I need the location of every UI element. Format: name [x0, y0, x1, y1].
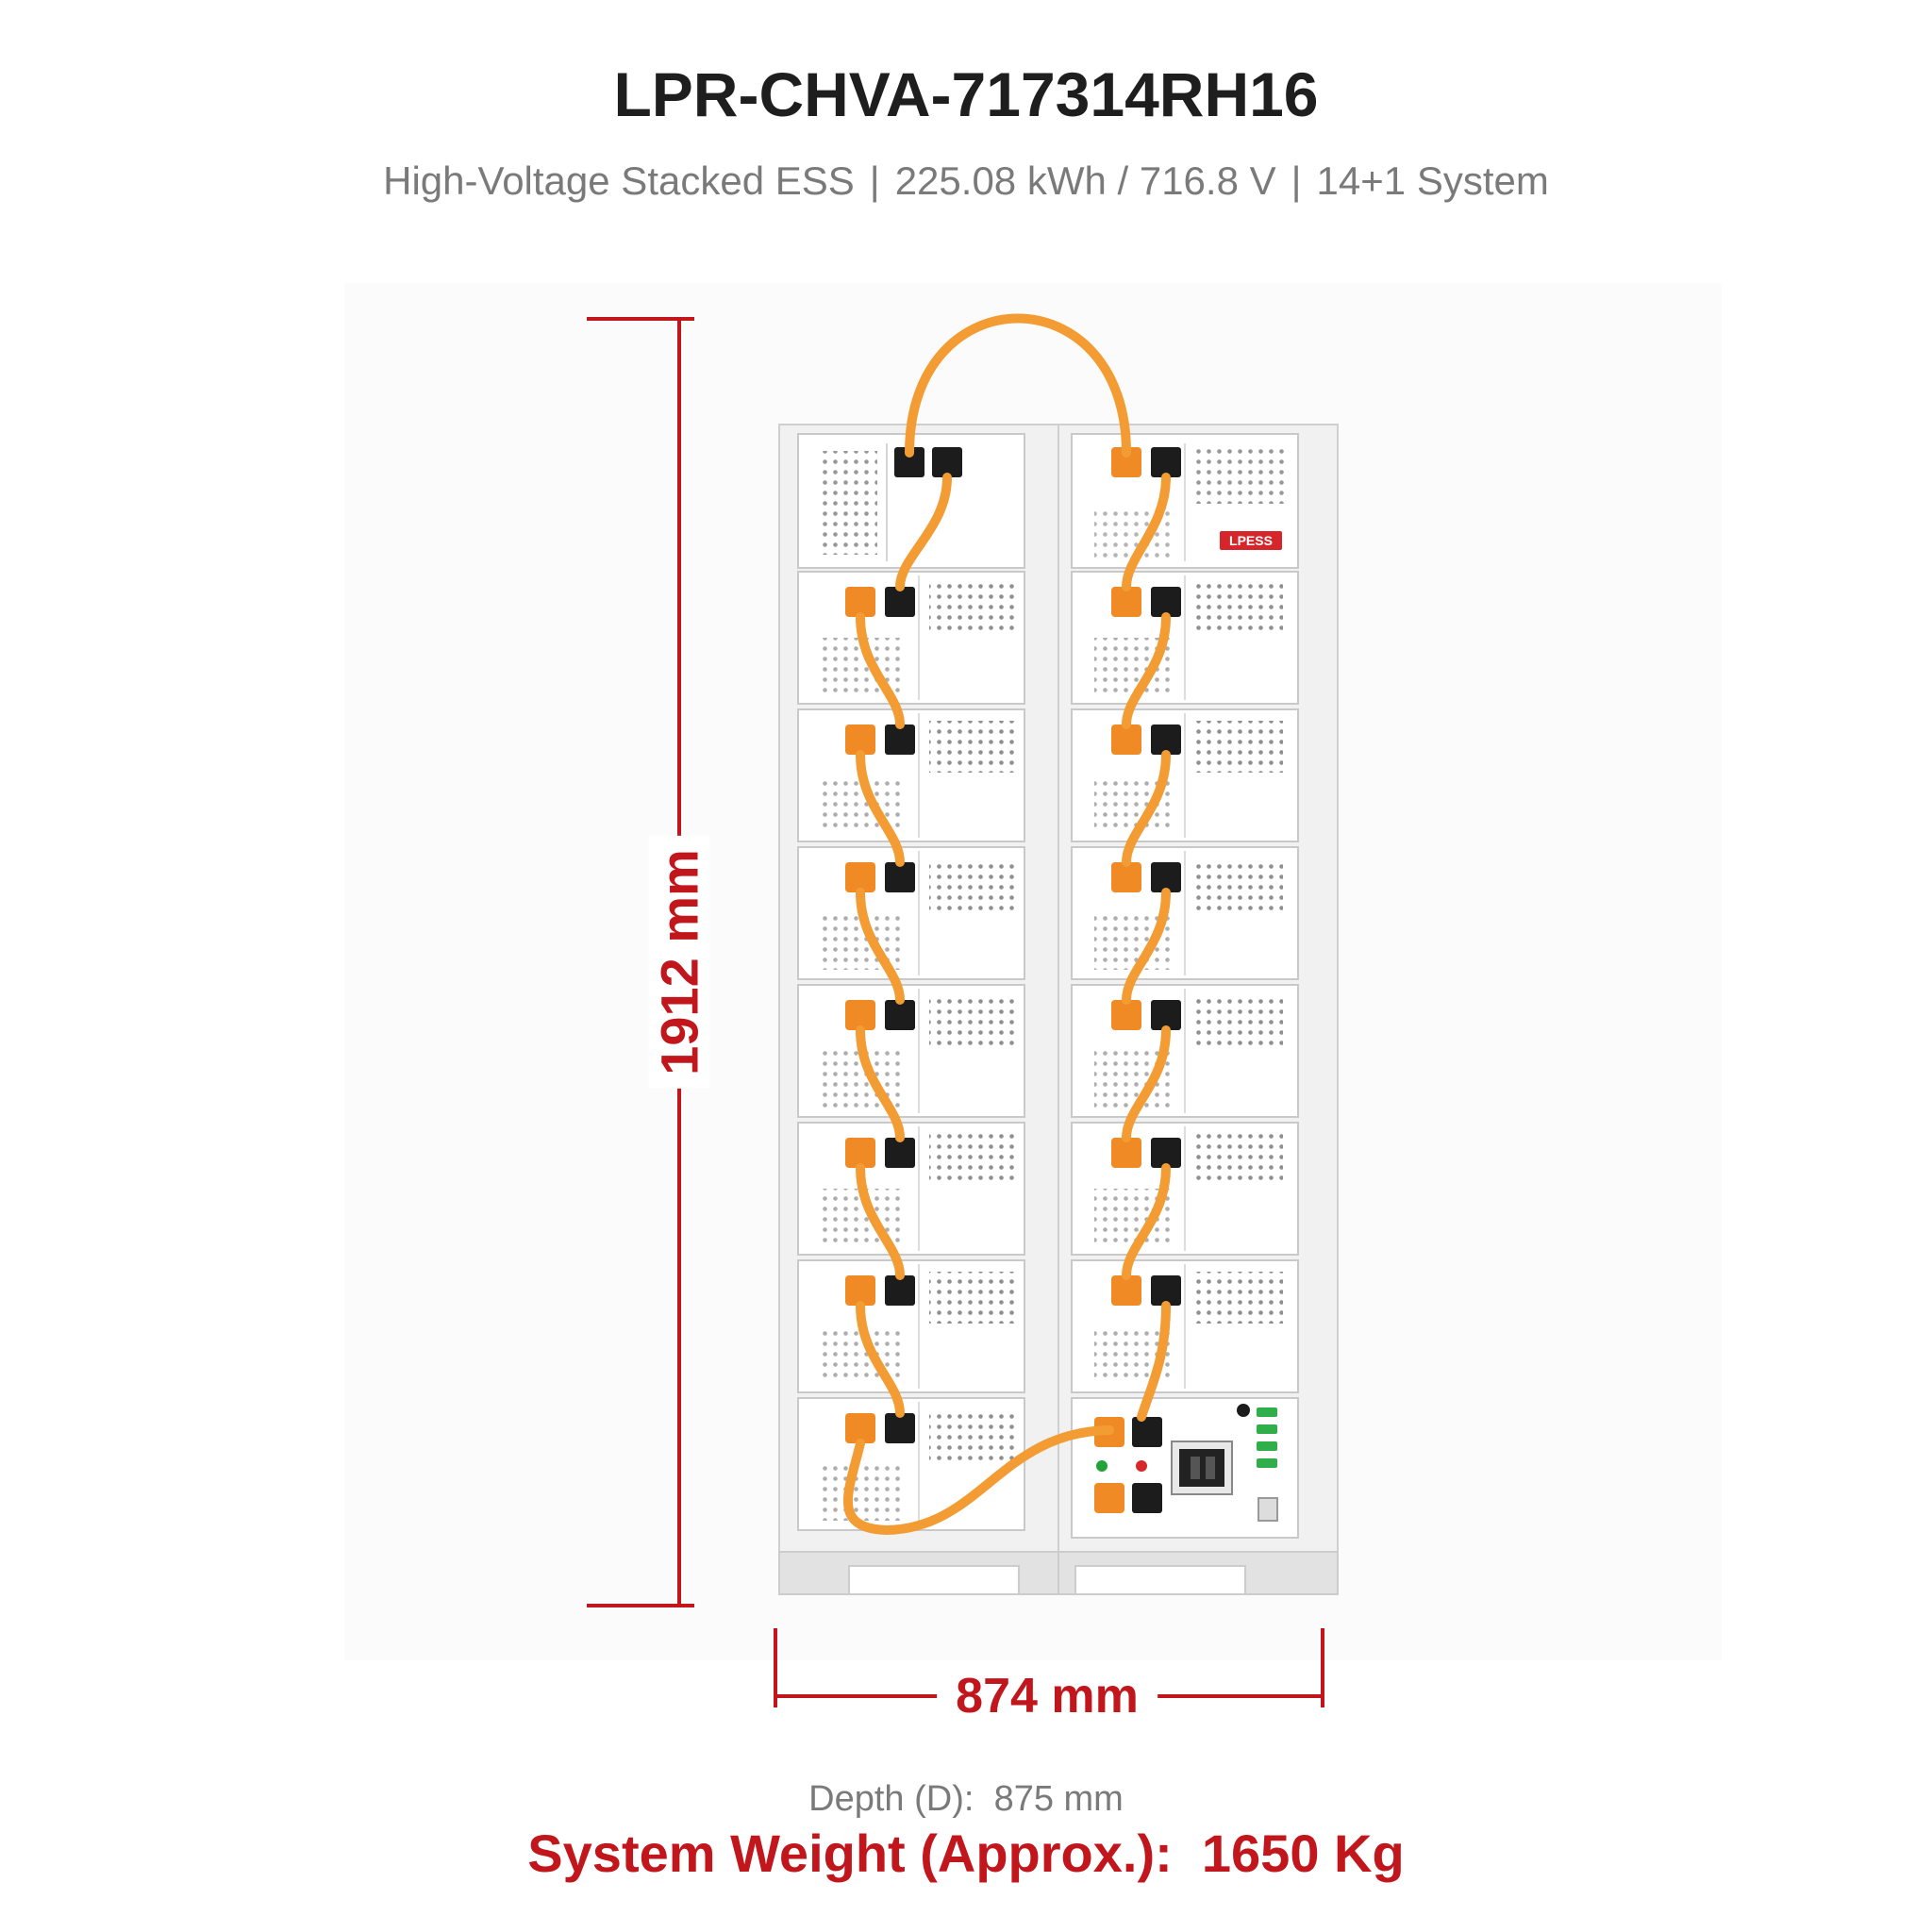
spec-separator: |	[869, 158, 880, 203]
left-battery-module	[797, 571, 1025, 705]
cable-left	[856, 612, 905, 729]
left-top-port-a	[894, 447, 924, 477]
power-button	[1237, 1404, 1250, 1417]
left-battery-module	[797, 708, 1025, 842]
cable-right	[1122, 1163, 1171, 1280]
cable-right	[1122, 1025, 1171, 1142]
left-battery-module	[797, 1259, 1025, 1393]
cable-bottom-link	[842, 1425, 1114, 1536]
cable-left	[856, 1163, 905, 1280]
right-battery-module	[1071, 571, 1299, 705]
right-battery-module	[1071, 846, 1299, 980]
cable-right	[1122, 473, 1171, 591]
right-battery-module	[1071, 1259, 1299, 1393]
left-battery-module	[797, 1122, 1025, 1256]
depth-value: 875 mm	[993, 1779, 1124, 1819]
cable-left	[856, 1025, 905, 1142]
left-top-port-b	[932, 447, 962, 477]
spec-line: High-Voltage Stacked ESS | 225.08 kWh / 71…	[0, 158, 1932, 204]
depth-label: Depth (D):	[808, 1779, 974, 1819]
spec-type: High-Voltage Stacked ESS	[383, 158, 855, 203]
cable-right	[1122, 612, 1171, 729]
cable-left	[856, 1301, 905, 1418]
lpess-logo-text: LPESS	[1229, 533, 1273, 548]
lpess-logo	[1220, 531, 1282, 550]
weight-value: 1650 Kg	[1201, 1824, 1405, 1883]
series-cables	[842, 313, 1171, 1536]
cable-right	[1122, 888, 1171, 1005]
model-title: LPR-CHVA-717314RH16	[613, 59, 1319, 129]
high-voltage-control-box	[1071, 1397, 1299, 1539]
cable-right	[1137, 1301, 1171, 1422]
weight-label: System Weight (Approx.):	[527, 1824, 1173, 1883]
cable-top-loop	[905, 313, 1131, 458]
spec-separator: |	[1291, 158, 1302, 203]
weight-line: System Weight (Approx.): 1650 Kg	[0, 1823, 1932, 1884]
right-battery-module	[1071, 708, 1299, 842]
depth-line: Depth (D): 875 mm	[0, 1779, 1932, 1820]
spec-config: 14+1 System	[1316, 158, 1549, 203]
left-battery-module	[797, 846, 1025, 980]
cable-left	[856, 750, 905, 867]
spec-energy: 225.08 kWh / 716.8 V	[894, 158, 1276, 203]
left-battery-module	[797, 1397, 1025, 1531]
height-label: 1912 mm	[648, 836, 710, 1089]
comm-port	[1257, 1497, 1278, 1522]
right-battery-module	[1071, 984, 1299, 1118]
cable-right	[1122, 750, 1171, 867]
status-led-green	[1096, 1460, 1108, 1472]
cable-left	[856, 888, 905, 1005]
right-controller-module: LPESS	[1071, 433, 1299, 569]
left-battery-module	[797, 984, 1025, 1118]
status-led-red	[1136, 1460, 1147, 1472]
cable-left	[895, 473, 952, 591]
width-label: 874 mm	[937, 1668, 1158, 1724]
right-battery-module	[1071, 1122, 1299, 1256]
